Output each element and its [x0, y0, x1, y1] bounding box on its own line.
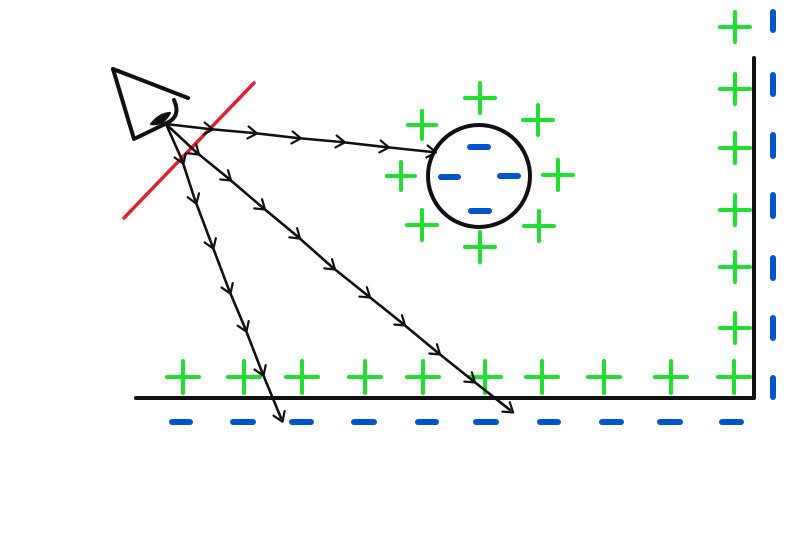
wall-positive-charges — [718, 10, 752, 345]
sight-rays — [164, 121, 515, 423]
plus-sign — [522, 209, 556, 243]
plus-sign — [467, 359, 503, 395]
plus-sign — [541, 158, 575, 192]
plus-sign — [524, 359, 560, 395]
ray-to-sphere — [164, 121, 438, 159]
plus-sign — [653, 359, 689, 395]
plus-sign — [226, 359, 262, 395]
plus-sign — [165, 359, 201, 395]
eye-icon — [111, 67, 190, 141]
sphere-positive-charges — [385, 81, 575, 264]
plus-sign — [521, 103, 555, 137]
plus-sign — [718, 250, 752, 284]
plus-sign — [385, 160, 417, 192]
plus-sign — [718, 10, 752, 44]
plus-sign — [463, 81, 497, 115]
ray-to-floor-near — [164, 122, 286, 423]
plus-sign — [718, 131, 752, 165]
plus-sign — [718, 193, 752, 227]
plus-sign — [718, 311, 752, 345]
ray-to-floor-far — [164, 122, 515, 414]
plus-sign — [718, 72, 752, 106]
floor-positive-charges — [165, 359, 752, 395]
plus-sign — [406, 109, 438, 141]
plus-sign — [586, 359, 622, 395]
plus-sign — [463, 230, 497, 264]
plus-sign — [405, 208, 439, 242]
plus-sign — [347, 359, 383, 395]
plus-sign — [716, 359, 752, 395]
plus-sign — [284, 359, 320, 395]
sphere-negative-charges — [438, 144, 521, 214]
plus-sign — [405, 359, 441, 395]
viewing-plane-line — [122, 81, 256, 220]
